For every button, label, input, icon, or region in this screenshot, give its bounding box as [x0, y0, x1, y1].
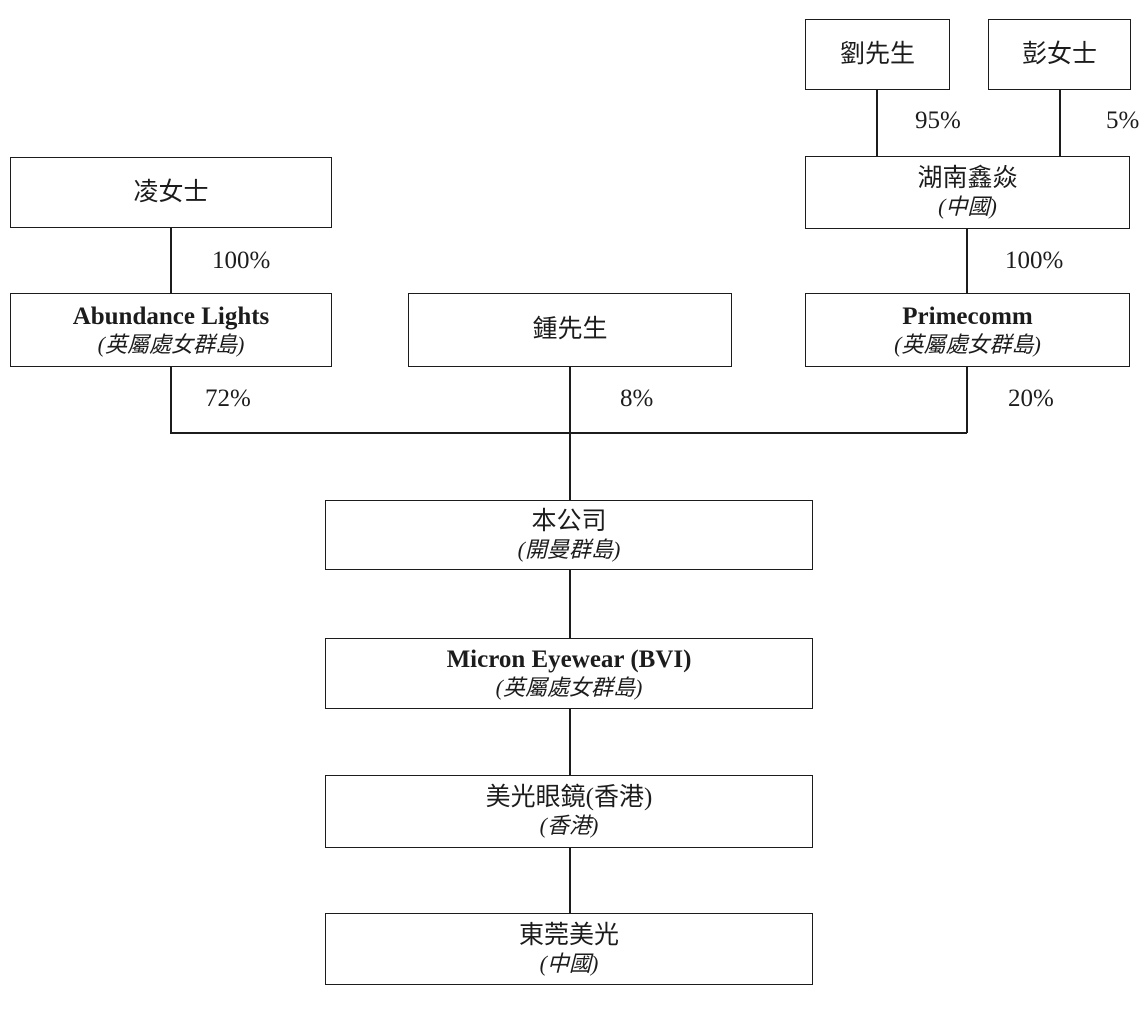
- node-mr-zhong: 鍾先生: [408, 293, 732, 367]
- ownership-pct-zhong-company: 8%: [620, 385, 654, 412]
- ownership-pct-abundance-company: 72%: [205, 385, 251, 412]
- ownership-pct-peng-hunan: 5%: [1106, 107, 1140, 134]
- node-label: Primecomm: [902, 302, 1033, 330]
- node-jurisdiction: (英屬處女群島): [97, 331, 245, 357]
- node-label: 本公司: [531, 507, 607, 535]
- connector-zhong-to-company: [569, 367, 571, 500]
- node-jurisdiction: (中國): [539, 950, 599, 976]
- node-dongguan-micron: 東莞美光 (中國): [325, 913, 813, 985]
- ownership-pct-liu-hunan: 95%: [915, 107, 961, 134]
- node-the-company: 本公司 (開曼群島): [325, 500, 813, 570]
- node-micron-eyewear-bvi: Micron Eyewear (BVI) (英屬處女群島): [325, 638, 813, 709]
- connector-primecomm-down: [966, 367, 968, 433]
- node-label: 美光眼鏡(香港): [485, 784, 653, 812]
- node-label: 鍾先生: [532, 316, 608, 343]
- node-micron-eyewear-hk: 美光眼鏡(香港) (香港): [325, 775, 813, 848]
- node-jurisdiction: (中國): [938, 194, 997, 220]
- connector-company-to-micronbvi: [569, 570, 571, 638]
- node-primecomm: Primecomm (英屬處女群島): [805, 293, 1130, 367]
- node-abundance-lights: Abundance Lights (英屬處女群島): [10, 293, 332, 367]
- node-ms-ling: 凌女士: [10, 157, 332, 228]
- connector-peng-to-hunan: [1059, 90, 1061, 157]
- node-hunan-xinyan: 湖南鑫焱 (中國): [805, 156, 1130, 229]
- node-ms-peng: 彭女士: [988, 19, 1131, 90]
- connector-hunan-to-primecomm: [966, 229, 968, 293]
- ownership-pct-primecomm-company: 20%: [1008, 385, 1054, 412]
- ownership-pct-hunan-primecomm: 100%: [1005, 247, 1064, 274]
- connector-micronbvi-to-micronhk: [569, 709, 571, 775]
- node-jurisdiction: (香港): [539, 813, 599, 839]
- connector-liu-to-hunan: [876, 90, 878, 157]
- node-label: 劉先生: [839, 40, 915, 68]
- node-label: 東莞美光: [518, 921, 619, 949]
- connector-shareholders-join: [170, 432, 967, 434]
- node-label: Micron Eyewear (BVI): [446, 646, 692, 674]
- node-jurisdiction: (開曼群島): [517, 536, 621, 562]
- node-label: 凌女士: [133, 178, 209, 206]
- ownership-pct-ling-abundance: 100%: [212, 247, 271, 274]
- connector-ling-to-abundance: [170, 228, 172, 293]
- node-label: 彭女士: [1021, 40, 1097, 68]
- node-jurisdiction: (英屬處女群島): [495, 675, 643, 701]
- connector-micronhk-to-dongguan: [569, 848, 571, 913]
- node-label: 湖南鑫焱: [917, 165, 1018, 193]
- node-mr-liu: 劉先生: [805, 19, 950, 90]
- node-jurisdiction: (英屬處女群島): [894, 331, 1041, 357]
- connector-abundance-down: [170, 367, 172, 433]
- node-label: Abundance Lights: [72, 302, 270, 330]
